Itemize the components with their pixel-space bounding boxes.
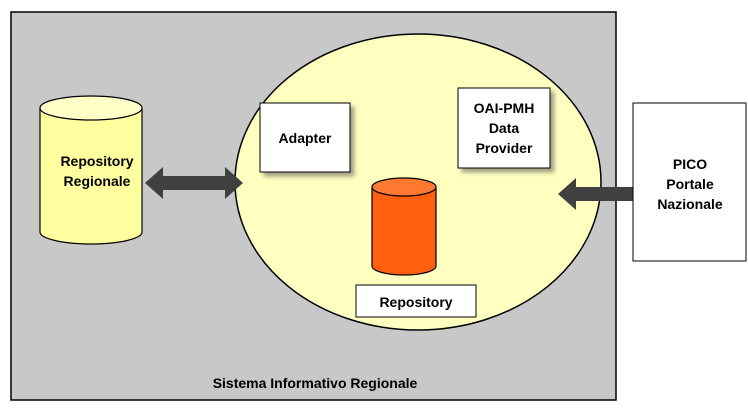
regional-system-label: Sistema Informativo Regionale [213,375,418,391]
pico-label-line3: Nazionale [657,196,723,212]
oai-label-line2: Data [489,120,520,136]
repository-label-box [355,284,477,318]
repository-cylinder [371,177,437,276]
left-double-arrow [145,167,243,199]
pico-label-line2: Portale [666,176,714,192]
pico-label-line1: PICO [673,156,707,172]
pico-box [632,102,747,262]
regional-repository-label-line2: Regionale [64,173,131,189]
oai-label-line3: Provider [476,140,533,156]
regional-repository-cylinder [39,95,143,245]
adapter-box [259,102,351,173]
oai-pmh-box [457,87,551,169]
adapter-label: Adapter [279,130,332,146]
oai-label-line1: OAI-PMH [474,100,535,116]
regional-repository-label-line1: Repository [60,153,133,169]
right-double-arrow [558,178,655,210]
repository-label: Repository [379,294,452,310]
